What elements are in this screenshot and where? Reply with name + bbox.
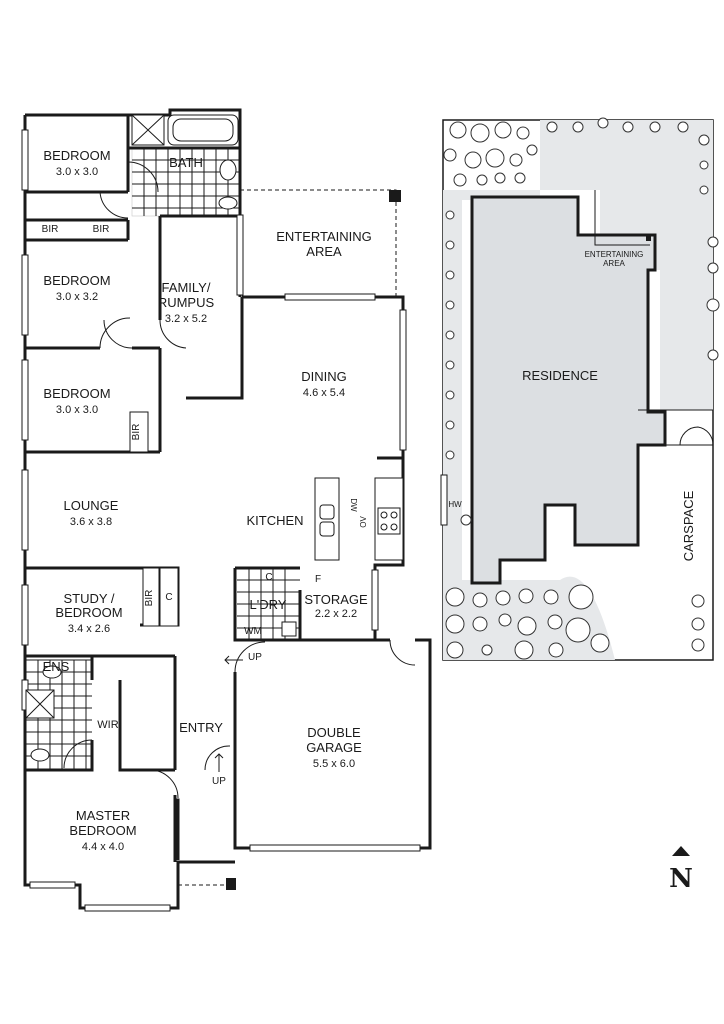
entertaining-post bbox=[389, 190, 401, 202]
room-size-dining: 4.6 x 5.4 bbox=[303, 387, 345, 399]
bir-label-2: BIR bbox=[93, 224, 110, 235]
room-size-master: 4.4 x 4.0 bbox=[82, 841, 124, 853]
room-label-bath: BATH bbox=[169, 155, 203, 170]
room-label-master-2: BEDROOM bbox=[69, 823, 136, 838]
bir-label-4: BIR bbox=[144, 590, 155, 607]
room-label-family-2: RUMPUS bbox=[158, 295, 215, 310]
room-label-kitchen: KITCHEN bbox=[246, 513, 303, 528]
site-plan: RESIDENCE ENTERTAINING AREA CARSPACE HW bbox=[440, 117, 720, 661]
carspace-outline bbox=[638, 409, 713, 446]
room-label-study: STUDY / bbox=[63, 591, 114, 606]
entertaining-outline bbox=[577, 190, 650, 246]
room-size-bedroom-2: 3.0 x 3.0 bbox=[56, 166, 98, 178]
cupboard-label-2: C bbox=[265, 572, 272, 583]
floor-plan: BEDROOM 3.0 x 3.0 BATH BIR BIR BEDROOM 3… bbox=[21, 108, 432, 912]
fence bbox=[440, 474, 448, 526]
room-label-storage: STORAGE bbox=[304, 592, 368, 607]
room-label-lounge: LOUNGE bbox=[64, 498, 119, 513]
room-label-family: FAMILY/ bbox=[162, 280, 211, 295]
north-arrow-icon bbox=[672, 846, 690, 856]
site-hw-label: HW bbox=[448, 500, 462, 509]
side-yard bbox=[443, 190, 540, 590]
bath-tiles bbox=[131, 147, 241, 217]
room-label-entry: ENTRY bbox=[179, 720, 223, 735]
cupboard-label-1: C bbox=[165, 592, 172, 603]
gate bbox=[679, 426, 714, 446]
room-label-master: MASTER bbox=[76, 808, 130, 823]
room-size-bedroom-4: 3.0 x 3.0 bbox=[56, 404, 98, 416]
room-size-study: 3.4 x 2.6 bbox=[68, 623, 110, 635]
bir-label-1: BIR bbox=[42, 224, 59, 235]
up-arrow-2 bbox=[214, 753, 224, 772]
wall-bedroom2-south bbox=[25, 115, 240, 194]
exterior-wall-west bbox=[23, 115, 235, 910]
room-label-bedroom-2: BEDROOM bbox=[43, 148, 110, 163]
room-label-ensuite: ENS bbox=[43, 659, 70, 674]
room-label-dining: DINING bbox=[301, 369, 347, 384]
site-residence-label: RESIDENCE bbox=[522, 368, 598, 383]
room-label-study-2: BEDROOM bbox=[55, 605, 122, 620]
laundry-tiles bbox=[237, 568, 300, 640]
north-label: N bbox=[669, 864, 693, 894]
up-arrow-1 bbox=[224, 655, 243, 665]
room-label-entertaining-2: AREA bbox=[306, 244, 342, 259]
fridge-label: F bbox=[315, 574, 321, 585]
room-label-laundry: L'DRY bbox=[250, 597, 287, 612]
site-entertaining-label-2: AREA bbox=[603, 259, 625, 268]
windows bbox=[21, 129, 421, 912]
washing-machine-label: WM bbox=[244, 626, 262, 637]
hot-water-unit bbox=[460, 514, 472, 526]
site-carspace-label: CARSPACE bbox=[681, 490, 696, 561]
wall-ensuite bbox=[25, 656, 150, 772]
oven-label: OV bbox=[359, 516, 368, 528]
dishwasher-label: DW bbox=[349, 498, 358, 512]
fixtures bbox=[25, 114, 404, 762]
site-entertaining-label: ENTERTAINING bbox=[585, 250, 644, 259]
up-label-2: UP bbox=[212, 776, 226, 787]
room-label-wir: WIR bbox=[97, 719, 118, 731]
room-label-bedroom-4: BEDROOM bbox=[43, 386, 110, 401]
room-label-entertaining: ENTERTAINING bbox=[276, 229, 372, 244]
exterior-wall-north bbox=[25, 108, 242, 190]
doors bbox=[63, 161, 416, 799]
room-label-bedroom-3: BEDROOM bbox=[43, 273, 110, 288]
room-size-garage: 5.5 x 6.0 bbox=[313, 758, 355, 770]
entertaining-post-site bbox=[646, 236, 651, 241]
room-label-garage: DOUBLE bbox=[307, 725, 361, 740]
north-arrow: N bbox=[669, 846, 693, 894]
room-size-lounge: 3.6 x 3.8 bbox=[70, 516, 112, 528]
room-size-storage: 2.2 x 2.2 bbox=[315, 608, 357, 620]
wall-entry-west bbox=[150, 656, 180, 862]
room-size-bedroom-3: 3.0 x 3.2 bbox=[56, 291, 98, 303]
wall-bir-row bbox=[25, 218, 130, 242]
room-label-garage-2: GARAGE bbox=[306, 740, 362, 755]
trees bbox=[443, 117, 720, 660]
bir-label-3: BIR bbox=[131, 424, 142, 441]
porch-post bbox=[226, 878, 236, 890]
up-label-1: UP bbox=[248, 652, 262, 663]
room-size-family: 3.2 x 5.2 bbox=[165, 313, 207, 325]
